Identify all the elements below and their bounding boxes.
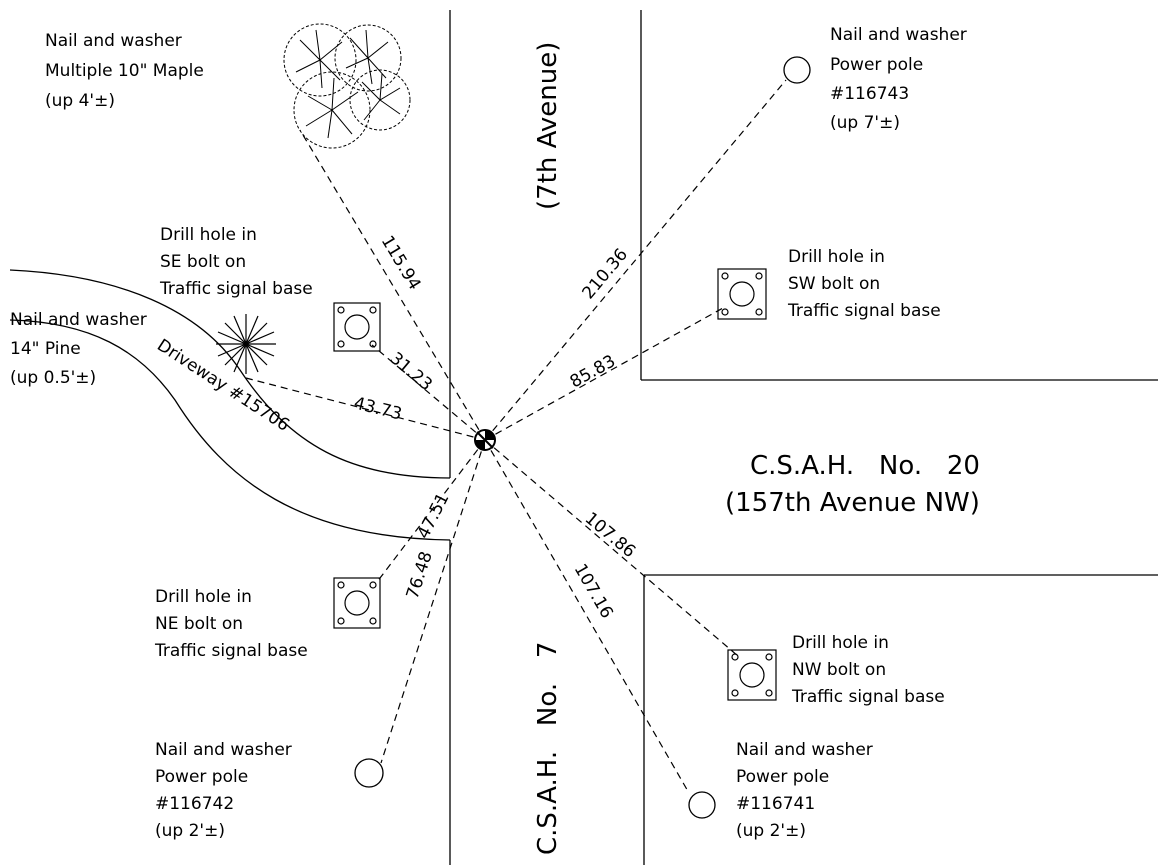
ray-pine (245, 377, 486, 441)
driveway-north-edge (9, 269, 451, 479)
signal-ne-line1: Drill hole in (155, 587, 252, 607)
signal-nw-line3: Traffic signal base (791, 687, 945, 707)
signal-base-ne-icon (333, 577, 381, 629)
road-label-csah7: C.S.A.H. No. 7 (533, 642, 563, 855)
maple-line1: Nail and washer (45, 31, 182, 51)
power-pole-se-icon (688, 791, 716, 819)
ray-pole-sw (380, 439, 486, 764)
pole-ne-line1: Nail and washer (830, 25, 967, 45)
ray-signal-sw (484, 307, 724, 441)
signal-base-nw-icon (727, 649, 777, 701)
driveway (9, 269, 451, 541)
label-signal-nw: Drill hole in NW bolt on Traffic signal … (791, 633, 945, 707)
label-signal-se: Drill hole in SE bolt on Traffic signal … (159, 225, 313, 299)
pine-tree-icon (216, 314, 276, 374)
ray-pole-ne (484, 79, 787, 441)
distance-signal-sw: 85.83 (567, 351, 619, 392)
reference-rays (245, 79, 787, 794)
signal-sw-line1: Drill hole in (788, 247, 885, 267)
pole-se-line4: (up 2'±) (736, 821, 806, 841)
ray-pole-se (484, 439, 690, 794)
signal-se-line1: Drill hole in (160, 225, 257, 245)
signal-nw-line2: NW bolt on (792, 660, 886, 680)
signal-base-sw-icon (717, 268, 767, 320)
pole-ne-line3: #116743 (830, 84, 909, 104)
pole-sw-line2: Power pole (155, 767, 248, 787)
signal-se-line3: Traffic signal base (159, 279, 313, 299)
maple-line2: Multiple 10" Maple (45, 61, 204, 81)
pole-se-line3: #116741 (736, 794, 815, 814)
pole-sw-line3: #116742 (155, 794, 234, 814)
pine-line2: 14" Pine (10, 339, 81, 359)
control-point-icon (474, 429, 496, 451)
distance-signal-ne: 47.51 (414, 490, 454, 542)
signal-sw-line3: Traffic signal base (787, 301, 941, 321)
pine-line1: Nail and washer (10, 310, 147, 330)
signal-ne-line3: Traffic signal base (154, 641, 308, 661)
ray-signal-se (371, 344, 486, 441)
label-pine: Nail and washer 14" Pine (up 0.5'±) (10, 310, 147, 388)
power-pole-sw-icon (354, 758, 384, 788)
distance-pole-se: 107.16 (570, 561, 617, 623)
pole-ne-line4: (up 7'±) (830, 113, 900, 133)
ray-signal-nw (484, 439, 739, 657)
driveway-label: Driveway #15706 (153, 335, 293, 435)
power-pole-ne-icon (783, 56, 811, 84)
maple-tree-icon (283, 23, 411, 149)
pine-line3: (up 0.5'±) (10, 368, 96, 388)
maple-line3: (up 4'±) (45, 91, 115, 111)
pole-sw-line1: Nail and washer (155, 740, 292, 760)
label-pole-ne: Nail and washer Power pole #116743 (up 7… (830, 25, 967, 133)
signal-se-line2: SE bolt on (160, 252, 246, 272)
signal-sw-line2: SW bolt on (788, 274, 880, 294)
label-maple: Nail and washer Multiple 10" Maple (up 4… (45, 31, 204, 111)
distance-pole-sw: 76.48 (403, 549, 437, 601)
signal-nw-line1: Drill hole in (792, 633, 889, 653)
pole-se-line2: Power pole (736, 767, 829, 787)
label-pole-se: Nail and washer Power pole #116741 (up 2… (736, 740, 873, 841)
signal-ne-line2: NE bolt on (155, 614, 243, 634)
pole-sw-line4: (up 2'±) (155, 821, 225, 841)
signal-base-se-icon (333, 302, 381, 352)
distance-signal-nw: 107.86 (581, 509, 639, 563)
road-lines (449, 10, 1158, 865)
distance-signal-se: 31.23 (386, 349, 436, 396)
label-signal-sw: Drill hole in SW bolt on Traffic signal … (787, 247, 941, 321)
pole-se-line1: Nail and washer (736, 740, 873, 760)
pole-ne-line2: Power pole (830, 55, 923, 75)
road-label-csah20: C.S.A.H. No. 20 (750, 451, 980, 481)
distance-pine: 43.73 (352, 393, 404, 424)
ray-maple (299, 129, 486, 441)
ray-signal-ne (376, 439, 486, 583)
road-label-7th-ave: (7th Avenue) (533, 42, 563, 210)
road-label-157th-ave: (157th Avenue NW) (725, 488, 980, 518)
label-pole-sw: Nail and washer Power pole #116742 (up 2… (155, 740, 292, 841)
distance-maple: 115.94 (377, 232, 425, 293)
label-signal-ne: Drill hole in NE bolt on Traffic signal … (154, 587, 308, 661)
driveway-south-edge (9, 319, 451, 541)
